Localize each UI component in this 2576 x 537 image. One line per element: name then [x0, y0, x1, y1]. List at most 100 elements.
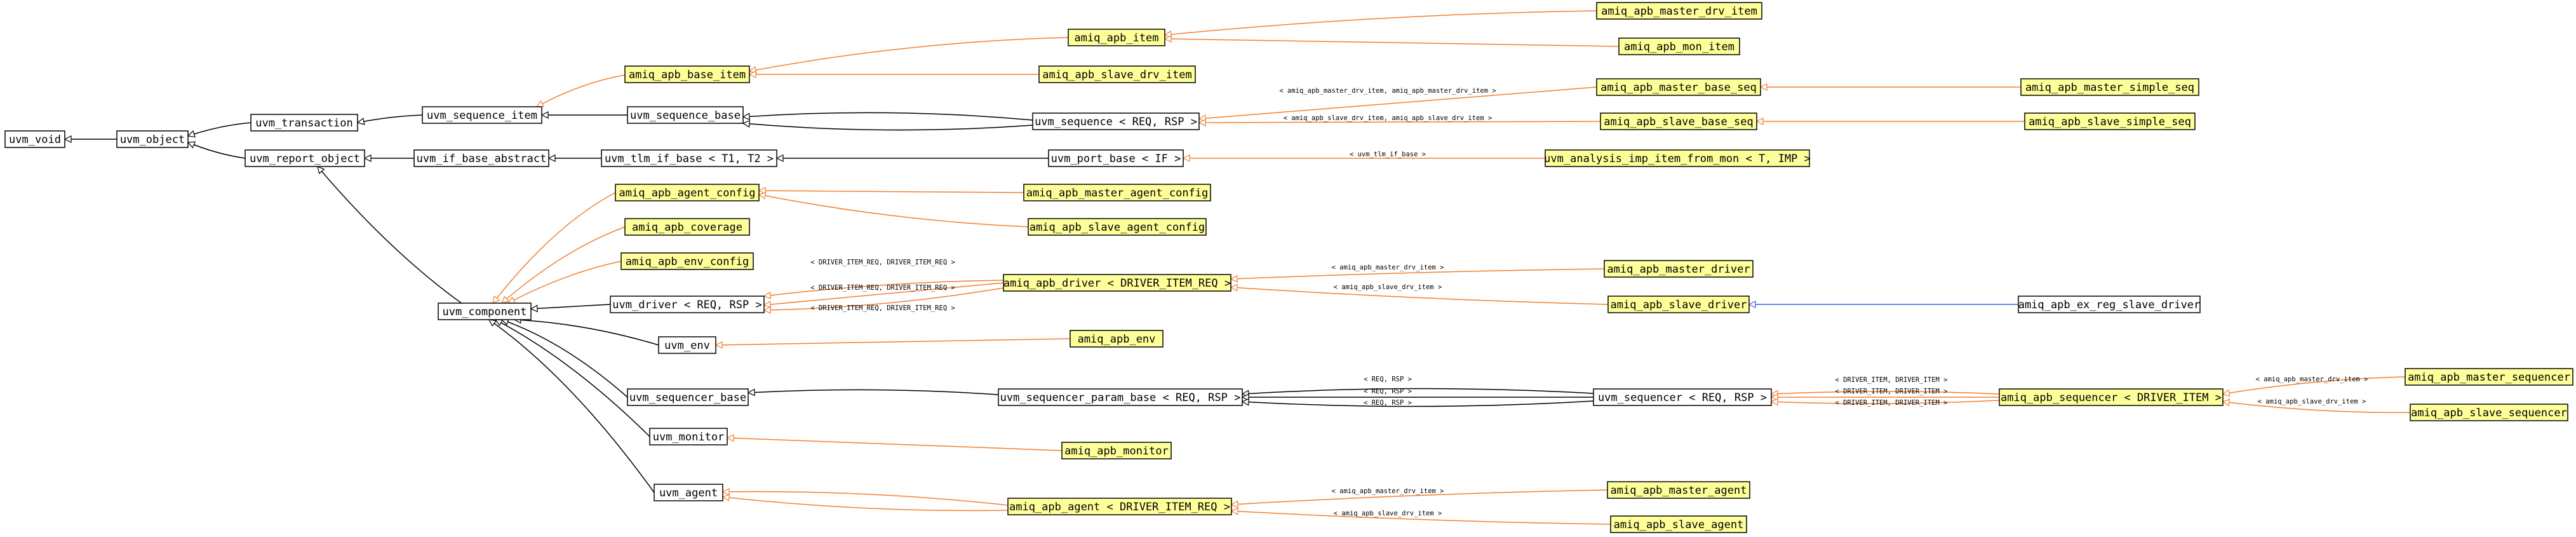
class-node-amiq-apb-slave-drv-item[interactable]: amiq_apb_slave_drv_item: [1038, 65, 1196, 83]
class-node-amiq-apb-env-config[interactable]: amiq_apb_env_config: [621, 252, 754, 270]
class-node-amiq-apb-slave-sequencer[interactable]: amiq_apb_slave_sequencer: [2410, 404, 2568, 421]
class-node-amiq-apb-agent-config[interactable]: amiq_apb_agent_config: [615, 184, 760, 201]
class-node-amiq-apb-master-drv-item[interactable]: amiq_apb_master_drv_item: [1596, 2, 1762, 20]
edge-amiq_apb_master_drv_item-to-amiq_apb_item: [1165, 10, 1597, 35]
edge-amiq_apb_item-to-amiq_apb_base_item: [749, 37, 1069, 71]
class-box: [624, 65, 750, 83]
class-node-uvm-transaction[interactable]: uvm_transaction: [250, 114, 358, 132]
edge-label: < amiq_apb_slave_drv_item >: [1334, 510, 1442, 517]
class-node-uvm-port-base[interactable]: uvm_port_base < IF >: [1048, 149, 1184, 167]
edge-line: [716, 338, 1071, 345]
edge-label: < REQ, RSP >: [1364, 388, 1412, 395]
class-box: [1545, 149, 1810, 167]
class-node-uvm-component[interactable]: uvm_component: [438, 302, 532, 320]
edge-line: [764, 280, 1004, 296]
edge-amiq_apb_driver-to-uvm_driver: [764, 280, 1004, 296]
class-label: amiq_apb_master_agent: [1611, 484, 1747, 497]
edge-uvm_sequence-to-uvm_sequence_base: [743, 123, 1033, 131]
edge-layer: [65, 10, 2411, 525]
edge-label: < DRIVER_ITEM, DRIVER_ITEM >: [1835, 376, 1947, 384]
class-box: [627, 388, 749, 406]
class-node-uvm-if-base-abstract[interactable]: uvm_if_base_abstract: [413, 149, 549, 167]
class-label: amiq_apb_env_config: [626, 255, 749, 268]
class-node-uvm-env[interactable]: uvm_env: [658, 336, 716, 354]
edge-line: [1199, 121, 1601, 123]
class-box: [998, 388, 1243, 406]
class-node-amiq-apb-master-agent-config[interactable]: amiq_apb_master_agent_config: [1023, 184, 1211, 201]
edge-line: [1771, 391, 2000, 394]
class-node-uvm-sequencer-param-base[interactable]: uvm_sequencer_param_base < REQ, RSP >: [998, 388, 1243, 406]
class-node-amiq-apb-mon-item[interactable]: amiq_apb_mon_item: [1618, 37, 1740, 55]
class-box: [2018, 296, 2201, 313]
edge-uvm_sequencer-to-uvm_sequencer_param_base: [1242, 388, 1594, 394]
class-node-uvm-tlm-if-base[interactable]: uvm_tlm_if_base < T1, T2 >: [601, 149, 777, 167]
class-node-amiq-apb-driver[interactable]: amiq_apb_driver < DRIVER_ITEM_REQ >: [1003, 274, 1231, 292]
class-node-amiq-apb-slave-driver[interactable]: amiq_apb_slave_driver: [1607, 296, 1750, 313]
class-node-amiq-apb-slave-agent[interactable]: amiq_apb_slave_agent: [1610, 515, 1747, 533]
edge-line: [1242, 401, 1594, 407]
class-node-uvm-report-object[interactable]: uvm_report_object: [245, 149, 365, 167]
class-box: [627, 106, 744, 124]
class-node-uvm-sequencer[interactable]: uvm_sequencer < REQ, RSP >: [1593, 388, 1772, 406]
edge-label: < DRIVER_ITEM_REQ, DRIVER_ITEM_REQ >: [810, 304, 955, 312]
class-node-amiq-apb-master-driver[interactable]: amiq_apb_master_driver: [1604, 260, 1754, 278]
class-node-amiq-apb-master-base-seq[interactable]: amiq_apb_master_base_seq: [1596, 78, 1761, 96]
class-label: uvm_component: [442, 306, 527, 318]
class-node-uvm-sequence-item[interactable]: uvm_sequence_item: [422, 106, 542, 124]
edge-label: < DRIVER_ITEM_REQ, DRIVER_ITEM_REQ >: [810, 284, 955, 292]
edge-amiq_apb_slave_sequencer-to-amiq_apb_sequencer: [2223, 402, 2411, 413]
edge-line: [1771, 400, 2000, 404]
class-node-amiq-apb-agent[interactable]: amiq_apb_agent < DRIVER_ITEM_REQ >: [1007, 498, 1232, 515]
class-label: uvm_monitor: [653, 431, 725, 444]
class-node-amiq-apb-env[interactable]: amiq_apb_env: [1070, 330, 1164, 348]
edge-line: [493, 192, 616, 303]
class-node-amiq-apb-slave-agent-config[interactable]: amiq_apb_slave_agent_config: [1028, 218, 1207, 236]
class-label: uvm_sequence < REQ, RSP >: [1035, 116, 1197, 128]
class-node-amiq-apb-slave-base-seq[interactable]: amiq_apb_slave_base_seq: [1600, 112, 1757, 130]
edge-amiq_apb_monitor-to-uvm_monitor: [727, 438, 1063, 451]
edge-line: [531, 304, 611, 309]
class-node-uvm-void[interactable]: uvm_void: [4, 130, 65, 148]
edge-label: < DRIVER_ITEM_REQ, DRIVER_ITEM_REQ >: [810, 259, 955, 266]
class-node-amiq-apb-coverage[interactable]: amiq_apb_coverage: [624, 218, 750, 236]
class-box: [1618, 37, 1740, 55]
edge-line: [764, 282, 1004, 305]
class-node-uvm-agent[interactable]: uvm_agent: [654, 484, 723, 501]
edge-label: < amiq_apb_master_drv_item >: [1331, 264, 1444, 271]
class-node-uvm-driver[interactable]: uvm_driver < REQ, RSP >: [610, 296, 765, 313]
edge-uvm_monitor-to-uvm_component: [495, 319, 650, 437]
edge-uvm_component-to-uvm_report_object: [318, 167, 474, 312]
class-label: amiq_apb_sequencer < DRIVER_ITEM >: [2001, 391, 2222, 404]
class-node-amiq-apb-item[interactable]: amiq_apb_item: [1068, 29, 1165, 46]
edge-uvm_sequencer_base-to-uvm_component: [502, 320, 628, 398]
class-node-uvm-sequence[interactable]: uvm_sequence < REQ, RSP >: [1032, 112, 1200, 130]
class-node-uvm-analysis-imp[interactable]: uvm_analysis_imp_item_from_mon < T, IMP …: [1544, 149, 1811, 167]
edge-label: < amiq_apb_slave_drv_item >: [2258, 398, 2366, 405]
class-box: [1600, 112, 1757, 130]
edge-line: [1242, 388, 1594, 394]
edge-line: [759, 194, 1029, 228]
class-label: uvm_env: [664, 339, 710, 352]
class-box: [1023, 184, 1211, 201]
class-node-amiq-apb-master-simple-seq[interactable]: amiq_apb_master_simple_seq: [2020, 78, 2199, 96]
node-layer: uvm_void uvm_object uvm_transaction uvm_rep…: [4, 2, 2573, 533]
class-box: [1999, 388, 2224, 406]
class-node-uvm-object[interactable]: uvm_object: [116, 130, 189, 148]
edge-amiq_apb_slave_agent_config-to-amiq_apb_agent_config: [759, 194, 1029, 228]
edge-amiq_apb_slave_agent-to-amiq_apb_agent: [1231, 511, 1611, 525]
class-node-amiq-apb-ex-reg-slave-driver[interactable]: amiq_apb_ex_reg_slave_driver: [2018, 296, 2201, 313]
edge-line: [188, 142, 246, 159]
edge-line: [508, 261, 622, 304]
class-node-amiq-apb-base-item[interactable]: amiq_apb_base_item: [624, 65, 750, 83]
class-node-amiq-apb-master-agent[interactable]: amiq_apb_master_agent: [1607, 481, 1750, 499]
class-node-uvm-monitor[interactable]: uvm_monitor: [649, 428, 728, 445]
class-node-uvm-sequencer-base[interactable]: uvm_sequencer_base: [627, 388, 749, 406]
class-node-amiq-apb-slave-simple-seq[interactable]: amiq_apb_slave_simple_seq: [2024, 112, 2196, 130]
edge-line: [358, 114, 423, 123]
class-node-amiq-apb-master-sequencer[interactable]: amiq_apb_master_sequencer: [2405, 368, 2573, 386]
class-node-amiq-apb-sequencer[interactable]: amiq_apb_sequencer < DRIVER_ITEM >: [1999, 388, 2224, 406]
class-node-uvm-sequence-base[interactable]: uvm_sequence_base: [627, 106, 744, 124]
class-node-amiq-apb-monitor[interactable]: amiq_apb_monitor: [1061, 442, 1172, 459]
class-label: amiq_apb_master_sequencer: [2408, 371, 2570, 384]
